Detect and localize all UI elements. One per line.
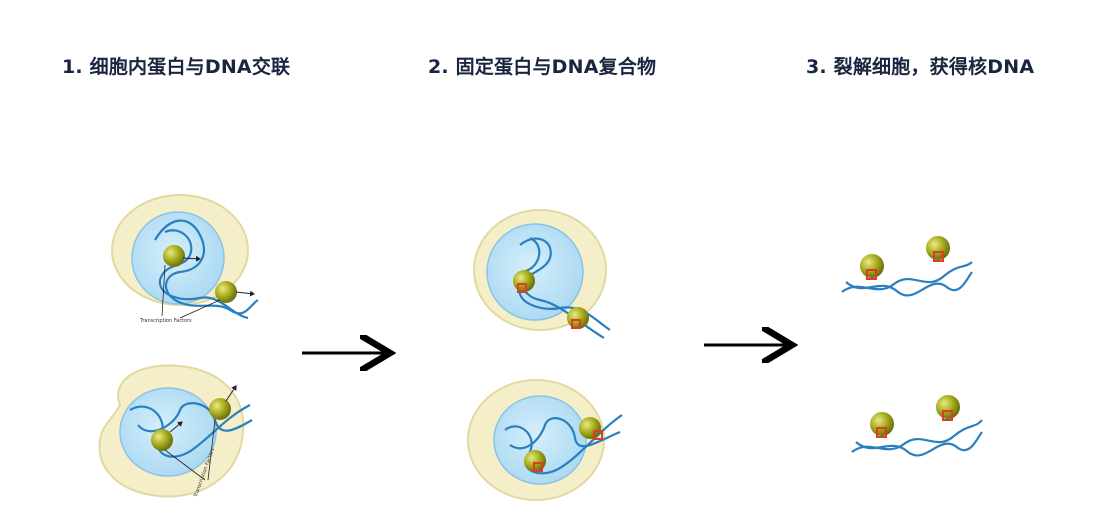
protein-1a-2 — [215, 281, 237, 303]
crosslink-3b-1 — [876, 427, 887, 438]
crosslink-2a-1 — [517, 283, 527, 293]
pointer-1b-2 — [169, 421, 183, 433]
nucleus-2b — [493, 395, 587, 485]
pointer-1b-1 — [225, 385, 237, 402]
label-line-1b-2 — [164, 449, 206, 481]
protein-2a-2 — [567, 307, 589, 329]
crosslink-3a-2 — [933, 251, 944, 262]
label-line-1a-1 — [161, 264, 166, 317]
dna-helix-2b — [504, 414, 623, 475]
dna-fragment-3b — [851, 395, 983, 457]
crosslink-3a-1 — [866, 269, 877, 280]
protein-1a-1 — [163, 245, 185, 267]
protein-3b-1 — [870, 412, 894, 436]
protein-2b-1 — [579, 417, 601, 439]
label-line-1a-2 — [179, 299, 221, 319]
protein-3a-2 — [926, 236, 950, 260]
dna-helix-3a — [841, 261, 973, 297]
protein-2a-1 — [513, 270, 535, 292]
cell-1a: Transcription Factors — [111, 194, 259, 324]
crosslink-2b-1 — [593, 430, 603, 440]
step-1-title: 1. 细胞内蛋白与DNA交联 — [62, 56, 291, 78]
cell-1b: Transcription Factors — [98, 364, 253, 499]
dna-fragment-3a — [841, 236, 973, 297]
step-3-title: 3. 裂解细胞，获得核DNA — [806, 56, 1035, 78]
dna-helix-1a — [154, 219, 259, 320]
protein-1b-2 — [151, 429, 173, 451]
protein-2b-2 — [524, 450, 546, 472]
protein-3b-2 — [936, 395, 960, 419]
crosslink-2a-2 — [571, 319, 581, 329]
cell-2b — [467, 379, 623, 501]
crosslink-3b-2 — [942, 410, 953, 421]
pointer-1a-1 — [182, 255, 201, 262]
dna-helix-3b — [851, 419, 983, 457]
label-line-1b-1 — [207, 419, 216, 481]
step-2-title: 2. 固定蛋白与DNA复合物 — [428, 56, 657, 78]
tf-label-top: Transcription Factors — [139, 318, 192, 324]
protein-3a-1 — [860, 254, 884, 278]
protein-1b-1 — [209, 398, 231, 420]
pointer-1a-2 — [235, 290, 255, 297]
crosslink-2b-2 — [533, 462, 543, 472]
cell-2a — [473, 209, 611, 339]
